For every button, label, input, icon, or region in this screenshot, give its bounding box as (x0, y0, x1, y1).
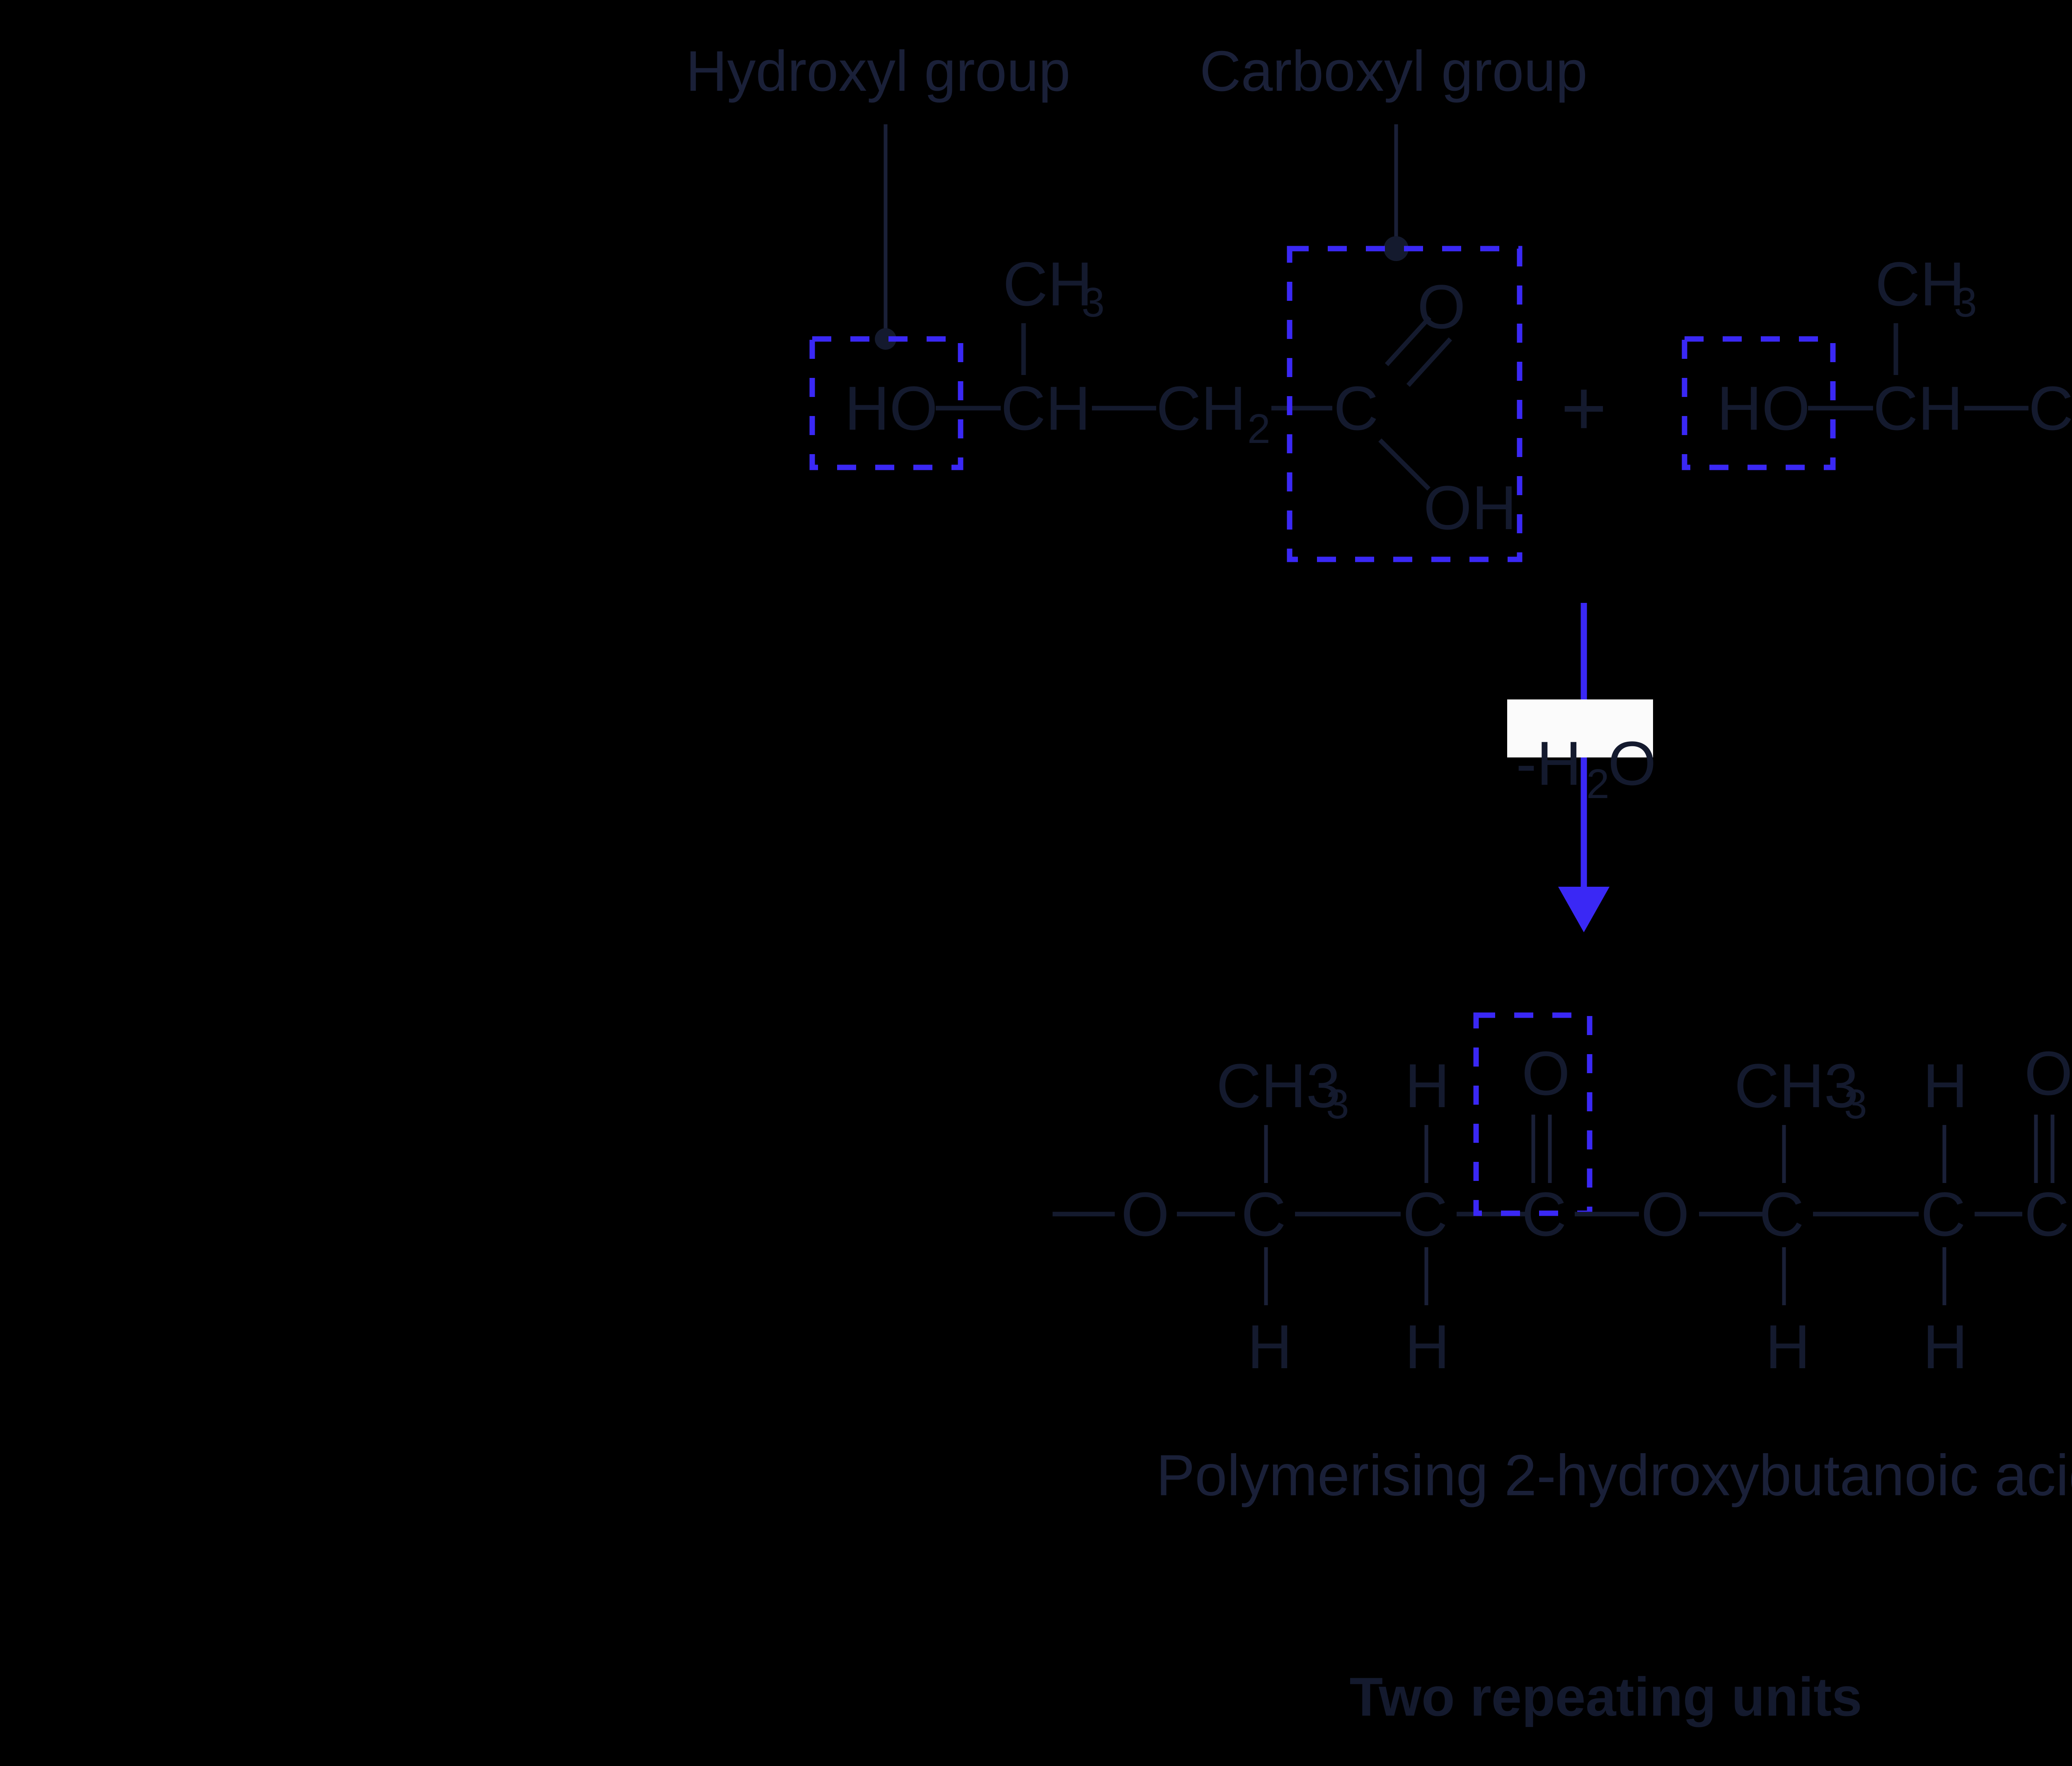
polymer-carbon-4: C (1921, 1179, 1965, 1249)
monomer-1-carbonyl-double-bond (1385, 316, 1452, 387)
monomer-2: HO CH 3 CH CH 2 C O OH (1682, 249, 2072, 470)
polymer-ester-carbon-2: C (2024, 1179, 2069, 1249)
hydroxyl-leader-line (875, 124, 896, 350)
plus-sign: + (1561, 364, 1607, 452)
monomer-2-methylene-atom: CH (2028, 373, 2072, 443)
polymer-ester-carbonyl-oxygen-2: O (2024, 1038, 2072, 1108)
polymer-ester-carbonyl-oxygen-1: O (1522, 1038, 1570, 1108)
polymer-ether-oxygen-1: O (1121, 1179, 1169, 1249)
monomer-1-methylene-subscript: 2 (1247, 406, 1271, 452)
polymer-carbon-3: C (1759, 1179, 1804, 1249)
monomer-1-carbonyl-oxygen-atom: O (1417, 272, 1466, 341)
carboxyl-group-label: Carboxyl group (1200, 39, 1588, 103)
polymer-carbon-3-methyl: CH3 (1734, 1051, 1859, 1120)
monomer-1-hydroxyl-group-box (809, 336, 963, 470)
repeating-units-caption: Two repeating units (1350, 1667, 1862, 1727)
monomer-2-alpha-carbon-atom: CH (1873, 373, 1963, 443)
monomer-1-alpha-carbon-atom: CH (1001, 373, 1091, 443)
water-loss-label: -H 2 O (1507, 699, 1656, 807)
polymer-carbon-1-methyl-subscript: 3 (1326, 1081, 1349, 1127)
monomer-1-carbonyl-carbon-atom: C (1334, 373, 1378, 443)
hydroxyl-group-label: Hydroxyl group (686, 39, 1070, 103)
polymer-ester-2-double-bond (2034, 1115, 2055, 1183)
polymer-carbon-2-hydrogen-up: H (1405, 1051, 1450, 1120)
polymer-carbon-2-hydrogen-down: H (1405, 1312, 1450, 1381)
water-loss-label-tail: O (1608, 728, 1656, 798)
monomer-2-methyl-atom: CH (1875, 249, 1965, 319)
polymer-ester-1-double-bond (1531, 1115, 1552, 1183)
polymer-carbon-2: C (1403, 1179, 1447, 1249)
monomer-1-acid-hydroxyl-atom: OH (1423, 473, 1517, 542)
polymer-ester-carbon-1: C (1522, 1179, 1566, 1249)
arrow-head-icon (1558, 887, 1610, 932)
monomer-2-methyl-subscript: 3 (1954, 279, 1977, 326)
product-caption: Polymerising 2-hydroxybutanoic acid (1156, 1443, 2072, 1508)
polymer-carbon-1-hydrogen: H (1247, 1312, 1292, 1381)
polymer-carbon-1-methyl: CH3 (1216, 1051, 1341, 1120)
monomer-1: HO CH 3 CH CH 2 C O (809, 246, 1523, 562)
polymer-carbon-4-hydrogen-down: H (1923, 1312, 1968, 1381)
polymer-ether-oxygen-2: O (1641, 1179, 1690, 1249)
monomer-1-methylene-atom: CH (1156, 373, 1246, 443)
carboxyl-leader-line (1384, 124, 1409, 261)
water-loss-label-subscript: 2 (1586, 761, 1610, 807)
polymer-ester-linkage-box (1473, 1012, 1593, 1216)
monomer-1-methyl-atom: CH (1003, 249, 1093, 319)
polymer-carbon-3-methyl-subscript: 3 (1844, 1081, 1867, 1127)
water-loss-label-background (1507, 699, 1653, 757)
polymer-carbon-4-hydrogen-up: H (1923, 1051, 1968, 1120)
polymer-product: O C CH3 3 H C H H C O (1053, 1012, 2072, 1381)
polymer-carbon-3-hydrogen: H (1765, 1312, 1810, 1381)
monomer-1-methyl-subscript: 3 (1082, 279, 1105, 326)
polymer-carbon-1: C (1241, 1179, 1286, 1249)
monomer-1-carboxyl-group-box (1287, 246, 1523, 562)
monomer-1-hydroxyl-atom: HO (845, 373, 938, 443)
water-loss-label-main: -H (1516, 728, 1581, 798)
monomer-2-hydroxyl-atom: HO (1717, 373, 1810, 443)
monomer-2-hydroxyl-group-box (1682, 336, 1836, 470)
monomer-1-bond-c-oh (1378, 438, 1431, 491)
